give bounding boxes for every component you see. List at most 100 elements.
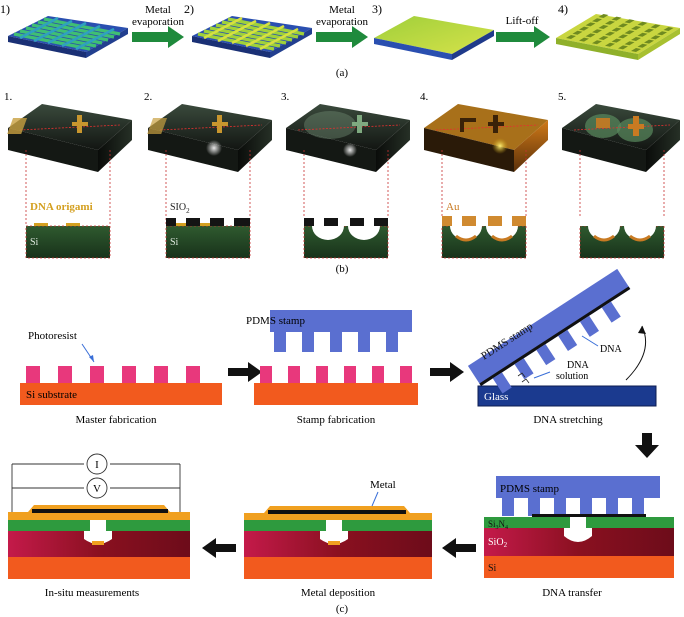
film-hole bbox=[644, 39, 654, 44]
pdms-stamp-label-3: PDMS stamp bbox=[500, 483, 559, 495]
panel-a-arrow-3-line1: Lift-off bbox=[506, 15, 539, 27]
film-hole bbox=[585, 22, 596, 27]
film-hole bbox=[637, 32, 648, 37]
panel-b-step4-label: 4. bbox=[420, 91, 429, 103]
film-hole bbox=[611, 27, 622, 32]
film-hole bbox=[637, 21, 648, 26]
panel-a-step1-grid bbox=[8, 16, 128, 58]
voltmeter-icon bbox=[86, 477, 108, 499]
film-hole bbox=[631, 48, 641, 52]
film-hole bbox=[650, 35, 661, 40]
panel-a-step2-label: 2) bbox=[184, 2, 194, 16]
panel-b-step2-label: 2. bbox=[144, 91, 153, 103]
panel-a-arrow-2-line2: evaporation bbox=[316, 16, 368, 28]
panel-a-step1-label: 1) bbox=[0, 2, 10, 16]
panel-b-block-1 bbox=[7, 104, 132, 259]
film-hole bbox=[572, 30, 583, 35]
flow-arrow-4 bbox=[202, 538, 236, 558]
panel-b-block-5 bbox=[562, 104, 680, 259]
film-hole bbox=[611, 16, 622, 21]
panel-a-arrow-1 bbox=[132, 26, 184, 48]
film-hole bbox=[605, 42, 615, 47]
stamp-fabrication-diagram bbox=[254, 310, 418, 405]
dna-stretching-caption: DNA stretching bbox=[533, 414, 603, 426]
film-hole bbox=[663, 27, 674, 31]
panel-b-step5-label: 5. bbox=[558, 91, 567, 103]
film-hole bbox=[611, 38, 622, 43]
sio2-label: SiO2 bbox=[488, 537, 508, 549]
panel-b-step1-label: 1. bbox=[4, 91, 13, 103]
metal-pointer bbox=[371, 491, 379, 507]
panel-b-block-2 bbox=[147, 104, 272, 259]
film-hole bbox=[592, 29, 602, 34]
film-hole bbox=[598, 36, 609, 40]
film-hole bbox=[624, 41, 635, 46]
metal-deposition-caption: Metal deposition bbox=[301, 587, 376, 599]
panel-a-arrow-2-line1: Metal bbox=[329, 4, 355, 16]
flow-arrow-2 bbox=[430, 362, 464, 382]
film-hole bbox=[631, 26, 641, 30]
panel-b-block-3 bbox=[286, 104, 410, 259]
dna-transfer-diagram bbox=[484, 476, 674, 578]
panel-b-step3-label: 3. bbox=[281, 91, 290, 103]
film-hole bbox=[618, 23, 628, 28]
panel-b-si-label-2: Si bbox=[170, 237, 179, 248]
insitu-caption: In-situ measurements bbox=[45, 587, 139, 599]
film-hole bbox=[592, 40, 602, 45]
film-hole bbox=[637, 43, 648, 48]
film-hole bbox=[579, 26, 589, 31]
panel-a-arrow-1-line1: Metal bbox=[145, 4, 171, 16]
flow-arrow-3 bbox=[442, 538, 476, 558]
stamp-fabrication-caption: Stamp fabrication bbox=[297, 414, 376, 426]
panel-a-step3-label: 3) bbox=[372, 2, 382, 16]
panel-b-si-label-1: Si bbox=[30, 237, 39, 248]
dna-label: DNA bbox=[600, 344, 622, 355]
film-hole bbox=[624, 19, 635, 24]
si-label: Si bbox=[488, 563, 497, 574]
flow-arrow-1 bbox=[228, 362, 262, 382]
film-hole bbox=[644, 28, 654, 33]
master-fabrication-caption: Master fabrication bbox=[76, 414, 157, 426]
panel-b-sio2-label: SIO2 bbox=[170, 202, 190, 215]
pdms-stamp-label-1: PDMS stamp bbox=[246, 315, 305, 327]
panel-b-caption: (b) bbox=[336, 263, 349, 275]
panel-a-step4-label: 4) bbox=[558, 2, 568, 16]
panel-c-caption: (c) bbox=[336, 603, 349, 615]
voltmeter-label: V bbox=[93, 483, 101, 495]
dna-stretching-diagram bbox=[467, 268, 657, 407]
panel-b-origami-label: DNA origami bbox=[30, 201, 93, 213]
film-hole bbox=[618, 34, 628, 39]
panel-a-arrow-2 bbox=[316, 26, 368, 48]
master-fabrication-diagram bbox=[20, 343, 222, 405]
film-hole bbox=[605, 31, 615, 36]
panel-b-block-4 bbox=[424, 104, 548, 259]
panel-a-step4-film bbox=[556, 14, 680, 60]
ammeter-icon bbox=[86, 453, 108, 475]
glass-label: Glass bbox=[484, 391, 508, 403]
dna-transfer-caption: DNA transfer bbox=[542, 587, 602, 599]
film-hole bbox=[631, 37, 641, 41]
insitu-measurement-diagram bbox=[8, 453, 190, 579]
film-hole bbox=[598, 25, 609, 29]
film-hole bbox=[592, 18, 602, 23]
si3n4-label: Si3N4 bbox=[488, 519, 508, 531]
si-substrate-label: Si substrate bbox=[26, 389, 77, 401]
film-hole bbox=[618, 45, 628, 50]
film-hole bbox=[605, 20, 615, 25]
film-hole bbox=[650, 24, 661, 29]
metal-deposition-diagram bbox=[244, 506, 432, 579]
film-hole bbox=[585, 33, 596, 38]
film-hole bbox=[598, 14, 609, 18]
panel-c: Photoresist Si substrate Master fabricat… bbox=[8, 268, 674, 615]
panel-b-au-label: Au bbox=[446, 201, 460, 213]
panel-a-arrow-1-line2: evaporation bbox=[132, 16, 184, 28]
dna-solution-label-1: DNA bbox=[567, 360, 589, 371]
film-hole bbox=[566, 35, 576, 39]
flow-arrow-down bbox=[635, 433, 659, 458]
panel-a-step3-plate bbox=[374, 16, 494, 60]
film-hole bbox=[624, 30, 635, 35]
panel-a-caption: (a) bbox=[336, 67, 349, 79]
metal-label: Metal bbox=[370, 479, 396, 491]
panel-a-step2-grid bbox=[192, 16, 312, 58]
